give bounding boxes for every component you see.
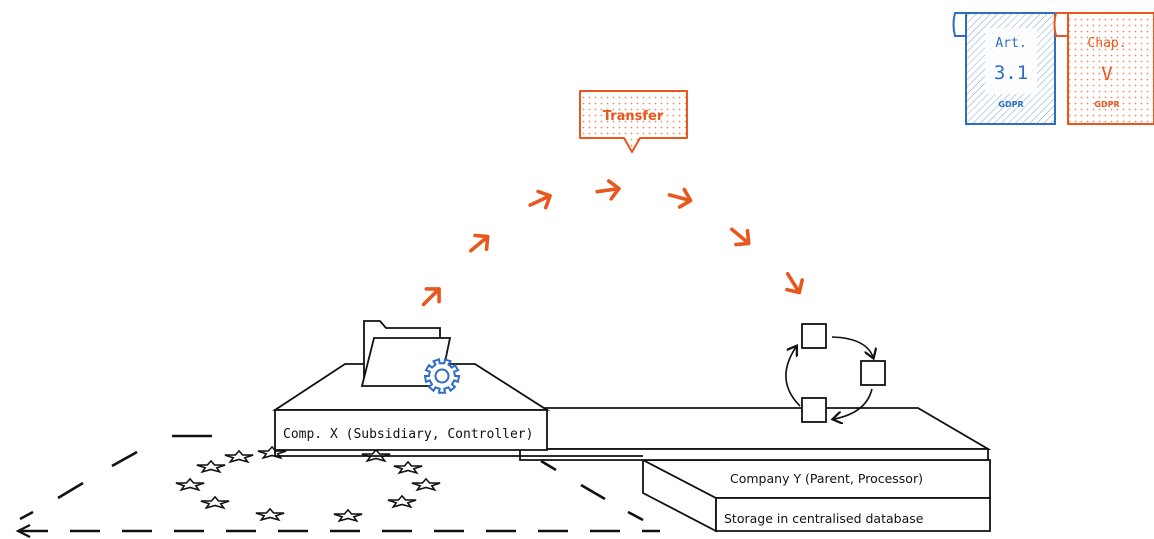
badge-article-top: Art. — [995, 36, 1026, 51]
eu-star-icon — [200, 495, 230, 510]
controller-label: Comp. X (Subsidiary, Controller) — [283, 427, 533, 442]
transfer-arrow-icon — [730, 227, 751, 247]
storage-face — [715, 497, 991, 532]
eu-stars — [175, 445, 441, 523]
badge-article-number: 3.1 — [994, 62, 1028, 84]
eu-border-dash — [627, 510, 644, 522]
eu-star-icon — [411, 477, 441, 492]
cycle-arrow-icon — [785, 347, 801, 407]
cycle-node — [801, 323, 827, 349]
eu-border-dash — [57, 481, 84, 500]
cycle-node — [860, 360, 886, 386]
eu-star-icon — [175, 477, 205, 492]
badge-chapter-source: GDPR — [1094, 100, 1119, 109]
eu-star-icon — [361, 448, 391, 463]
eu-star-icon — [333, 508, 363, 523]
transfer-arrow-icon — [528, 189, 552, 210]
folder-icon — [360, 320, 452, 387]
processor-platform — [642, 455, 991, 533]
processing-cycle — [785, 323, 886, 423]
gear-icon — [423, 357, 461, 394]
cycle-arrow-icon — [834, 388, 873, 419]
eu-star-icon — [387, 494, 417, 509]
badge-article: Art. 3.1 GDPR — [952, 12, 1056, 125]
transfer-arrow-icon — [595, 179, 621, 201]
eu-border-dash — [540, 459, 557, 472]
eu-border-dash — [580, 483, 606, 501]
eu-star-icon — [196, 459, 226, 474]
cycle-node — [801, 397, 827, 423]
processor-label: Company Y (Parent, Processor) — [730, 471, 923, 486]
transfer-arrow-icon — [421, 287, 441, 307]
eu-star-icon — [393, 460, 423, 475]
controller-face — [274, 409, 548, 451]
transfer-arrow-icon — [667, 187, 693, 209]
transfer-callout: Transfer — [579, 90, 688, 153]
transfer-arrow-icon — [469, 233, 490, 253]
platform-top-side — [519, 448, 989, 461]
eu-border-dash — [111, 450, 138, 468]
transfer-arrows — [421, 179, 804, 307]
badge-chapter: Chap. V GDPR — [1053, 12, 1154, 125]
transfer-arrow-icon — [785, 272, 804, 295]
storage-label: Storage in centralised database — [724, 511, 924, 526]
eu-star-icon — [257, 445, 287, 460]
eu-border-dash — [19, 510, 34, 521]
cycle-arrow-icon — [831, 336, 873, 357]
eu-star-icon — [224, 449, 254, 464]
eu-territory — [15, 434, 660, 538]
eu-star-icon — [255, 507, 285, 522]
badge-chapter-number: V — [1101, 63, 1112, 85]
badge-article-source: GDPR — [998, 100, 1023, 109]
controller-platform — [271, 363, 643, 457]
eu-border-corner — [15, 524, 31, 538]
badge-chapter-top: Chap. — [1087, 36, 1126, 51]
transfer-label: Transfer — [603, 109, 664, 124]
